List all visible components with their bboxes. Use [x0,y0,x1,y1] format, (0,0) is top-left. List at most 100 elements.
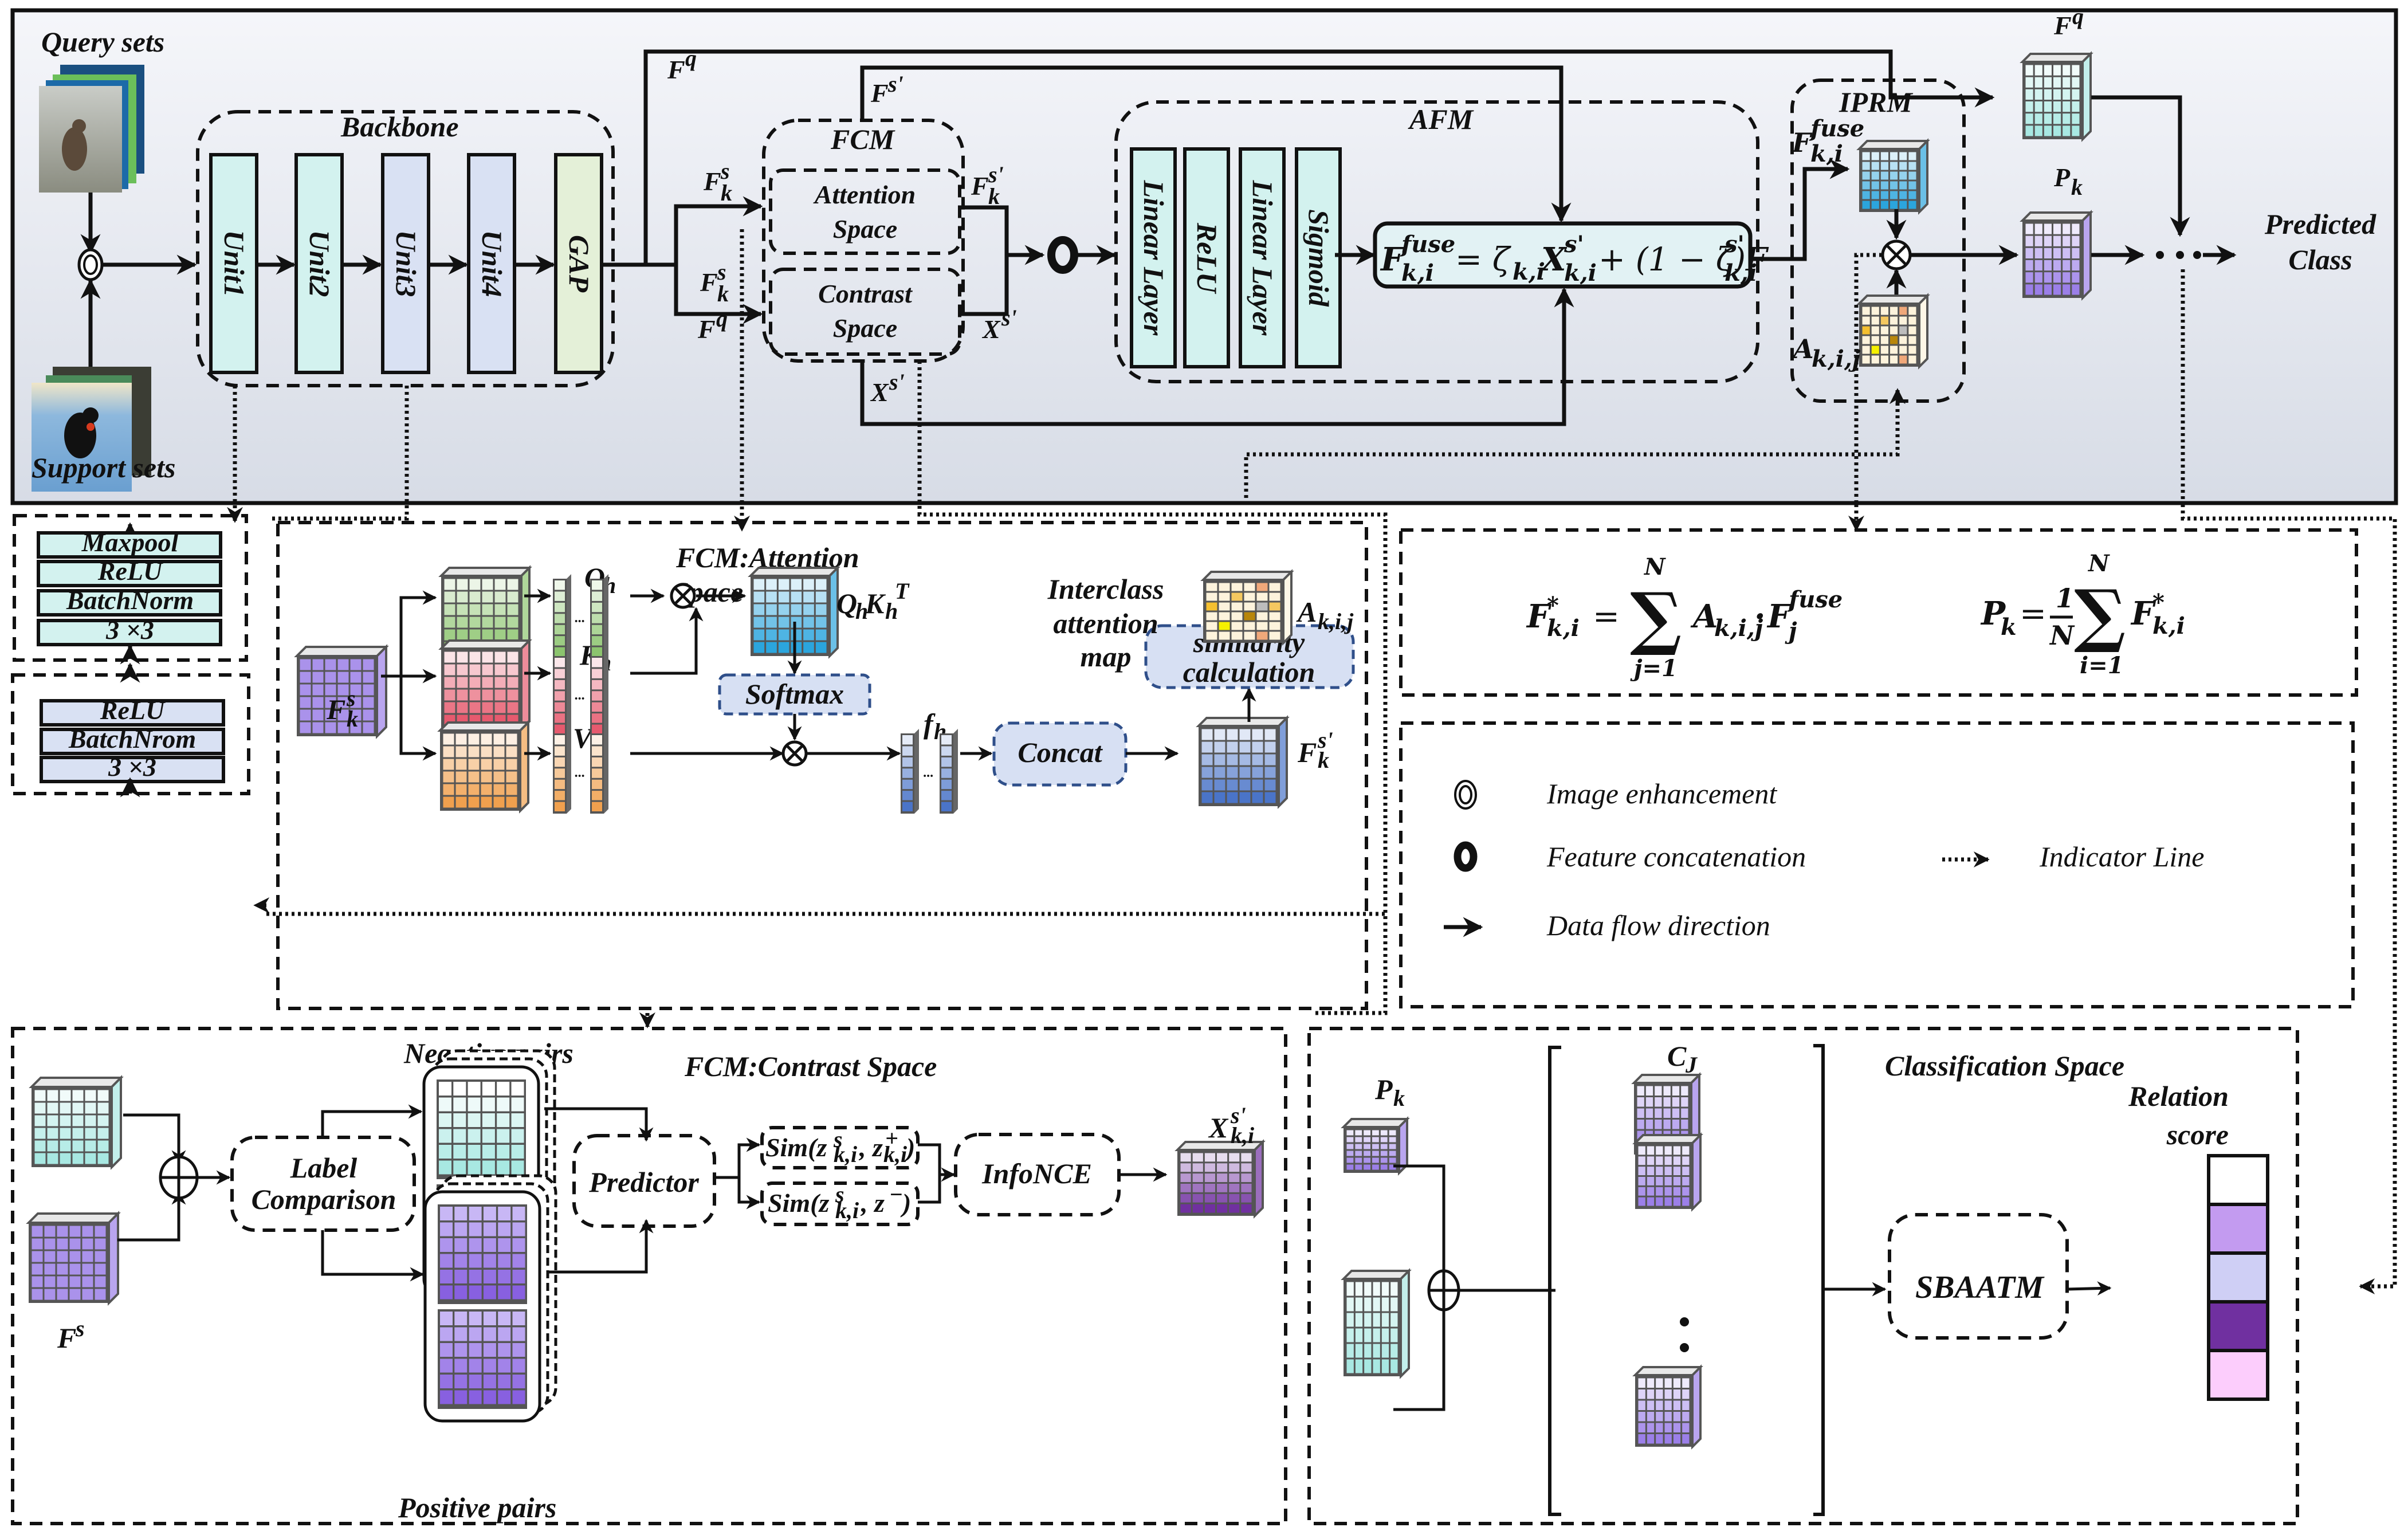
cube-cell [1890,152,1898,160]
svg-text:Concat: Concat [1018,736,1103,768]
cube-cell [1373,1359,1380,1373]
cube-cell [1890,346,1898,354]
fcm-module: FCM Attention Space Contrast Space [762,119,965,363]
cube-cell [469,604,481,615]
xs-prime-label: X s' [981,305,1017,344]
cube-cell [1645,1097,1653,1107]
cube-cell [803,642,814,653]
cube-cell [468,733,480,745]
cube-cell [1390,1359,1398,1373]
add-node-icon [159,1155,199,1200]
cube-cell [300,659,311,670]
cube-cell [766,642,777,653]
cube-cell [815,617,827,628]
cube-cell [1899,162,1907,170]
svg-text:s': s' [1564,231,1584,258]
cube-cell [2063,260,2071,271]
svg-text:, z: , z [861,1188,885,1218]
cube-cell [1241,1204,1252,1213]
cube-cell [2072,223,2080,234]
cube-cell [1663,1108,1671,1118]
svg-text:fuse: fuse [1787,586,1843,613]
contrast-space-box[interactable] [769,268,961,356]
cube-cell [1389,1130,1396,1136]
cube-cell [1664,1156,1672,1165]
cube-cell [1346,1328,1354,1342]
svg-text:F: F [57,1322,76,1354]
cube-cell [1201,729,1213,740]
x-output-label: X s' k,i [1208,1102,1254,1148]
cube-cell [1390,1328,1398,1342]
cube-cell [34,1128,46,1139]
cube-cell [312,684,324,696]
svg-text:Relation: Relation [2128,1080,2229,1112]
feature-concatenation-node-icon [1047,236,1078,274]
cube-cell [1672,1086,1680,1096]
cube-cell [1192,1153,1203,1162]
svg-text:k,i: k,i [1401,260,1434,286]
cube-cell [1372,1151,1379,1156]
svg-text:s': s' [1724,231,1745,258]
cube-cell [469,651,481,663]
cube-cell [69,1251,81,1262]
cube-cell [1664,1167,1672,1175]
cube-cell [350,659,362,670]
cube-cell [1656,1167,1663,1175]
cube-cell [1269,583,1280,591]
cube-cell [1256,612,1268,621]
cube-cell [1390,1282,1398,1296]
cube-cell [494,591,506,603]
svg-text:X: X [981,315,1001,344]
cube-cell [1229,1204,1240,1213]
cube-cell [493,796,505,808]
relation-score-bar [2207,1154,2269,1401]
cube-cell [2063,272,2071,283]
cube-cell [2063,235,2071,246]
k-cube [438,638,532,732]
cube-cell [1656,1400,1663,1410]
cube-cell [312,722,324,733]
cube-cell [1664,1187,1672,1196]
cube-cell [1381,1282,1389,1296]
cube-cell [1241,1184,1252,1192]
cube-cell [34,1115,46,1126]
cube-cell [34,1140,46,1152]
cube-cell [1647,1187,1655,1196]
cube-cell [1908,326,1916,335]
cube-cell [506,771,517,783]
cube-cell [1664,1400,1672,1410]
cube-cell [778,617,789,628]
cube-cell [506,796,517,808]
svg-text:k,i,j: k,i,j [1812,346,1861,372]
svg-text:Label: Label [290,1152,358,1184]
cube-cell [791,642,802,653]
cube-cell [1908,181,1916,190]
cube-cell [1244,631,1255,640]
cube-cell [506,784,517,795]
cube-cell [2063,248,2071,258]
cube-cell [1346,1164,1354,1170]
cube-cell [1380,1130,1388,1136]
cube-cell [1871,191,1879,199]
attention-space-box[interactable] [769,168,961,255]
cube-cell [60,1128,71,1139]
cube-cell [753,629,765,641]
interclass-attention-map-cube [1200,569,1294,646]
cube-cell [69,1276,81,1287]
cube-cell [457,664,468,676]
svg-text:k,i: k,i [2152,613,2185,639]
cube-cell [2053,272,2061,283]
svg-text:1: 1 [2056,583,2074,614]
conv-layer: ReLU [37,556,222,587]
svg-text:F: F [2130,595,2156,633]
svg-text:∑: ∑ [2074,575,2126,655]
backbone-unit: Unit1 [209,153,258,374]
svg-text:k,i,j: k,i,j [1714,615,1763,642]
cube-cell [82,1289,93,1300]
cube-cell [778,629,789,641]
cube-cell [2025,272,2033,283]
legend-item-data-flow: Data flow direction [1444,909,1770,941]
afm-layer: Linear Layer [1130,147,1177,368]
cube-cell [1656,1177,1663,1185]
svg-text:i=1: i=1 [2080,652,2124,679]
